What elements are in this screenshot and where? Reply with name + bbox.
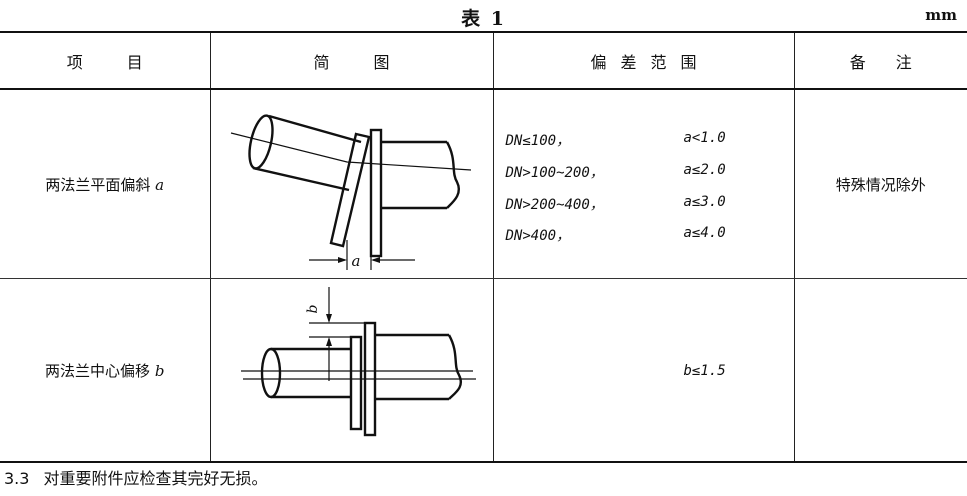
header-diagram: 简图: [209, 31, 494, 90]
deviation-table: 项目 简图 偏差范围 备注 两法兰平面偏斜 a: [0, 31, 967, 463]
diagram-flange-offset: b: [209, 278, 494, 463]
diagram-label-a: a: [351, 252, 360, 270]
header-item: 项目: [0, 31, 211, 90]
range-cell: b≤1.5: [492, 278, 795, 463]
clause-number: 3.3: [4, 469, 30, 488]
note-cell: [793, 278, 967, 463]
row-item-label: 两法兰中心偏移: [45, 361, 155, 380]
clause-text: 对重要附件应检查其完好无损。: [43, 469, 268, 488]
note-cell: 特殊情况除外: [793, 89, 967, 279]
header-row: 项目 简图 偏差范围 备注: [0, 31, 967, 90]
row-item-symbol: a: [155, 175, 165, 194]
flange-tilt-drawing: a: [230, 114, 471, 270]
header-range: 偏差范围: [492, 31, 795, 90]
table-row: 两法兰中心偏移 b: [0, 278, 967, 463]
unit-label: mm: [925, 6, 957, 24]
flange-offset-drawing: b: [240, 287, 476, 437]
diagram-flange-tilt: a: [209, 89, 494, 279]
row-item-symbol: b: [154, 361, 165, 380]
header-note: 备注: [793, 31, 967, 90]
diagram-label-b: b: [305, 304, 321, 313]
table-caption: 表 1: [461, 8, 506, 30]
footer-clause: 3.3 对重要附件应检查其完好无损。: [4, 465, 267, 489]
table-row: 两法兰平面偏斜 a: [0, 89, 967, 279]
row-item-cell: 两法兰平面偏斜 a: [0, 89, 211, 279]
row-item-label: 两法兰平面偏斜: [45, 175, 156, 194]
range-limit: b≤1.5: [683, 363, 726, 379]
range-cell: DN≤100， a<1.0 DN>100~200， a≤2.0 DN>200~4…: [492, 89, 795, 279]
row-item-cell: 两法兰中心偏移 b: [0, 278, 211, 463]
note-text: 特殊情况除外: [835, 175, 926, 194]
